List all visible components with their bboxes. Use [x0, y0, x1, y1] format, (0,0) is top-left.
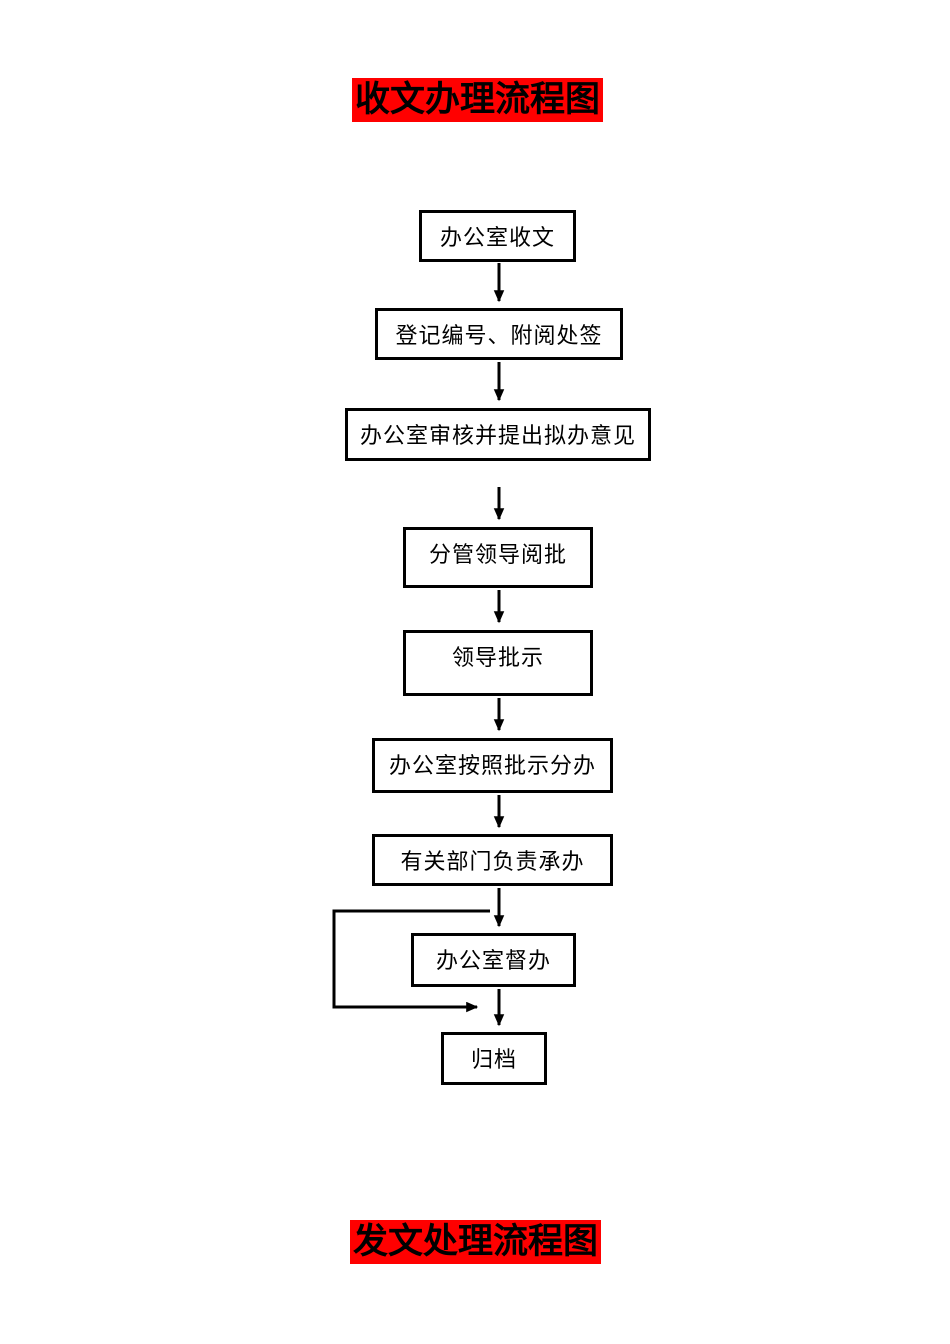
flow-node-leader-instruct: 领导批示 [403, 630, 593, 696]
outgoing-flowchart-title: 发文处理流程图 [350, 1220, 602, 1264]
connector-bypass-loop [332, 909, 490, 1013]
flow-node-supervise: 办公室督办 [411, 933, 576, 987]
flow-node-undertake: 有关部门负责承办 [372, 834, 613, 886]
incoming-flowchart-title: 收文办理流程图 [352, 78, 604, 122]
flow-node-archive: 归档 [441, 1032, 547, 1085]
flow-node-receive: 办公室收文 [419, 210, 576, 262]
flow-node-leader-read: 分管领导阅批 [403, 527, 593, 588]
flow-node-distribute: 办公室按照批示分办 [372, 738, 613, 793]
flow-node-review: 办公室审核并提出拟办意见 [345, 408, 651, 461]
flow-node-register: 登记编号、附阅处签 [375, 308, 623, 360]
